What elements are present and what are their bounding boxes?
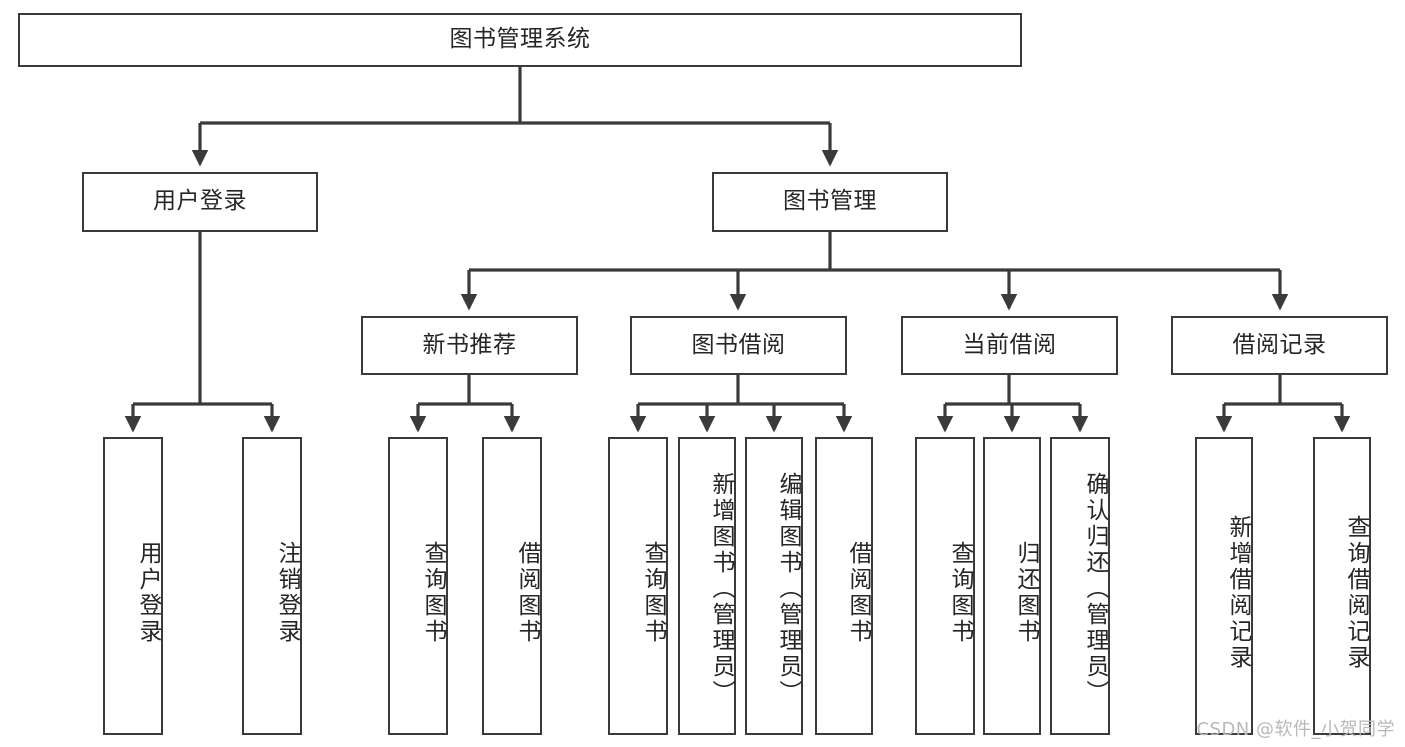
node-label: 查询图书 xyxy=(640,541,666,645)
node-book_borrow[interactable]: 图书借阅 xyxy=(630,316,847,375)
node-label: 查询图书 xyxy=(420,541,446,645)
node-borrow_record[interactable]: 借阅记录 xyxy=(1171,316,1388,375)
node-root[interactable]: 图书管理系统 xyxy=(18,13,1022,67)
node-user_login[interactable]: 用户登录 xyxy=(82,172,318,232)
node-label: 当前借阅 xyxy=(962,331,1057,358)
node-leaf_borrow_book_2[interactable]: 借阅图书 xyxy=(815,437,873,735)
node-label: 图书借阅 xyxy=(691,331,786,358)
node-label: 图书管理 xyxy=(783,188,877,215)
node-label: 注销登录 xyxy=(274,541,300,645)
node-new_book_rec[interactable]: 新书推荐 xyxy=(361,316,578,375)
node-leaf_query_book_3[interactable]: 查询图书 xyxy=(915,437,975,735)
node-label: 归还图书 xyxy=(1013,541,1039,645)
node-label: 查询图书 xyxy=(947,541,973,645)
node-label: 新书推荐 xyxy=(422,331,517,358)
node-label: 用户登录 xyxy=(135,541,161,645)
node-leaf_add_book[interactable]: 新增图书（管理员） xyxy=(678,437,736,735)
node-label: 编辑图书（管理员） xyxy=(775,472,801,706)
node-leaf_query_record[interactable]: 查询借阅记录 xyxy=(1313,437,1371,735)
node-leaf_edit_book[interactable]: 编辑图书（管理员） xyxy=(745,437,803,735)
node-book_manage[interactable]: 图书管理 xyxy=(712,172,948,232)
watermark-text: CSDN @软件_小贺同学 xyxy=(1196,719,1395,740)
node-label: 确认归还（管理员） xyxy=(1082,472,1108,706)
node-leaf_query_book_1[interactable]: 查询图书 xyxy=(388,437,448,735)
node-leaf_logout[interactable]: 注销登录 xyxy=(242,437,302,735)
node-leaf_confirm_return[interactable]: 确认归还（管理员） xyxy=(1050,437,1110,735)
node-leaf_borrow_book_1[interactable]: 借阅图书 xyxy=(482,437,542,735)
node-label: 新增借阅记录 xyxy=(1225,515,1251,671)
node-label: 借阅记录 xyxy=(1232,331,1327,358)
node-leaf_add_record[interactable]: 新增借阅记录 xyxy=(1195,437,1253,735)
node-label: 图书管理系统 xyxy=(449,26,591,53)
node-label: 借阅图书 xyxy=(514,541,540,645)
node-label: 新增图书（管理员） xyxy=(708,472,734,706)
node-leaf_user_login[interactable]: 用户登录 xyxy=(103,437,163,735)
node-label: 用户登录 xyxy=(153,188,247,215)
node-leaf_query_book_2[interactable]: 查询图书 xyxy=(608,437,668,735)
node-leaf_return_book[interactable]: 归还图书 xyxy=(983,437,1041,735)
node-label: 借阅图书 xyxy=(845,541,871,645)
node-label: 查询借阅记录 xyxy=(1343,515,1369,671)
node-current_borrow[interactable]: 当前借阅 xyxy=(901,316,1118,375)
